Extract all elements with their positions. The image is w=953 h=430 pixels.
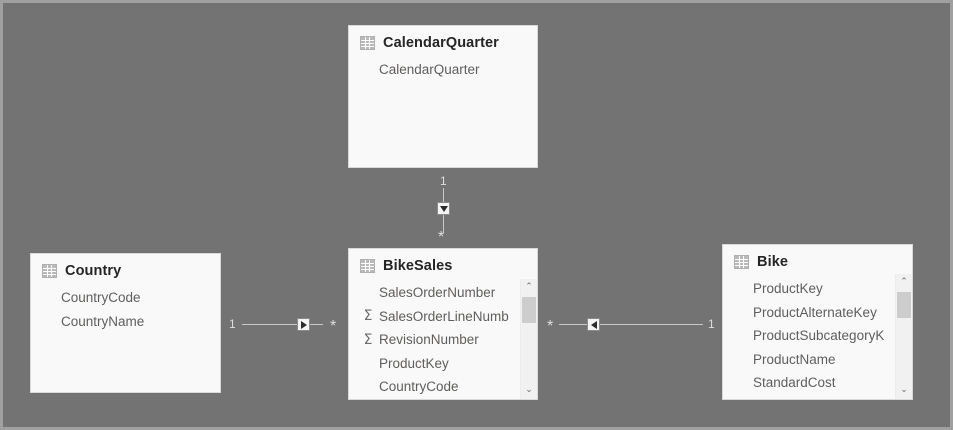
field-label: CountryCode bbox=[61, 290, 141, 306]
field-label: ProductKey bbox=[379, 355, 449, 371]
field-row[interactable]: ProductKey bbox=[349, 352, 537, 376]
field-label: CountryCode bbox=[379, 379, 459, 395]
table-card-bikesales[interactable]: BikeSales SalesOrderNumber Σ SalesOrderL… bbox=[348, 248, 538, 400]
field-label: SalesOrderNumber bbox=[379, 285, 496, 301]
field-row[interactable]: SalesOrderNumber bbox=[349, 281, 537, 305]
table-field-list: CountryCode CountryName bbox=[31, 283, 220, 333]
scroll-down-icon[interactable]: ⌄ bbox=[525, 385, 533, 395]
field-row[interactable]: CalendarQuarter bbox=[349, 58, 537, 82]
field-label: ProductAlternateKey bbox=[753, 304, 877, 320]
relationship-line[interactable] bbox=[559, 324, 703, 325]
field-row[interactable]: Σ SalesOrderLineNumb bbox=[349, 305, 537, 329]
scrollbar-thumb[interactable] bbox=[897, 292, 911, 318]
table-title: CalendarQuarter bbox=[383, 35, 499, 51]
table-card-country[interactable]: Country CountryCode CountryName bbox=[30, 253, 221, 393]
scroll-down-icon[interactable]: ⌄ bbox=[900, 385, 908, 395]
scrollbar-thumb[interactable] bbox=[522, 297, 536, 323]
table-header-bikesales: BikeSales bbox=[349, 249, 537, 278]
vertical-scrollbar[interactable]: ⌃ ⌄ bbox=[520, 279, 537, 399]
table-title: Country bbox=[65, 263, 122, 279]
table-title: BikeSales bbox=[383, 258, 453, 274]
field-row[interactable]: CountryName bbox=[31, 310, 220, 334]
table-header-country: Country bbox=[31, 254, 220, 283]
field-label: RevisionNumber bbox=[379, 332, 479, 348]
cross-filter-direction-icon[interactable] bbox=[437, 202, 450, 215]
cardinality-label-one: 1 bbox=[440, 174, 447, 188]
field-label: CountryName bbox=[61, 313, 145, 329]
sigma-aggregate-icon: Σ bbox=[363, 308, 373, 325]
table-field-list: ProductKey ProductAlternateKey ProductSu… bbox=[723, 274, 912, 395]
table-card-calendarquarter[interactable]: CalendarQuarter CalendarQuarter bbox=[348, 25, 538, 168]
field-label: ProductKey bbox=[753, 281, 823, 297]
field-row[interactable]: CountryCode bbox=[349, 375, 537, 399]
cardinality-label-many: * bbox=[330, 318, 337, 335]
scroll-up-icon[interactable]: ⌃ bbox=[525, 282, 533, 292]
cross-filter-direction-icon[interactable] bbox=[587, 318, 600, 331]
field-row[interactable]: ProductKey bbox=[723, 277, 912, 301]
cardinality-label-many: * bbox=[438, 229, 445, 246]
table-field-list: SalesOrderNumber Σ SalesOrderLineNumb Σ … bbox=[349, 278, 537, 399]
cardinality-label-one: 1 bbox=[229, 317, 236, 331]
field-row[interactable]: ProductSubcategoryK bbox=[723, 324, 912, 348]
field-label: StandardCost bbox=[753, 375, 836, 391]
field-row[interactable]: Σ RevisionNumber bbox=[349, 328, 537, 352]
table-grid-icon bbox=[42, 264, 57, 278]
field-label: SalesOrderLineNumb bbox=[379, 308, 509, 324]
table-grid-icon bbox=[734, 255, 749, 269]
field-label: ProductSubcategoryK bbox=[753, 328, 885, 344]
field-label: ProductName bbox=[753, 351, 836, 367]
field-row[interactable]: ProductName bbox=[723, 348, 912, 372]
table-header-bike: Bike bbox=[723, 245, 912, 274]
table-header-calendarquarter: CalendarQuarter bbox=[349, 26, 537, 55]
vertical-scrollbar[interactable]: ⌃ ⌄ bbox=[895, 274, 912, 399]
cardinality-label-one: 1 bbox=[708, 317, 715, 331]
cardinality-label-many: * bbox=[547, 318, 554, 335]
field-row[interactable]: StandardCost bbox=[723, 371, 912, 395]
scroll-up-icon[interactable]: ⌃ bbox=[900, 277, 908, 287]
table-grid-icon bbox=[360, 259, 375, 273]
relationship-line[interactable] bbox=[242, 324, 323, 325]
sigma-aggregate-icon: Σ bbox=[363, 331, 373, 348]
table-title: Bike bbox=[757, 254, 789, 270]
field-label: CalendarQuarter bbox=[379, 62, 480, 78]
table-grid-icon bbox=[360, 36, 375, 50]
field-row[interactable]: ProductAlternateKey bbox=[723, 301, 912, 325]
table-field-list: CalendarQuarter bbox=[349, 55, 537, 82]
table-card-bike[interactable]: Bike ProductKey ProductAlternateKey Prod… bbox=[722, 244, 913, 400]
field-row[interactable]: CountryCode bbox=[31, 286, 220, 310]
cross-filter-direction-icon[interactable] bbox=[297, 318, 310, 331]
